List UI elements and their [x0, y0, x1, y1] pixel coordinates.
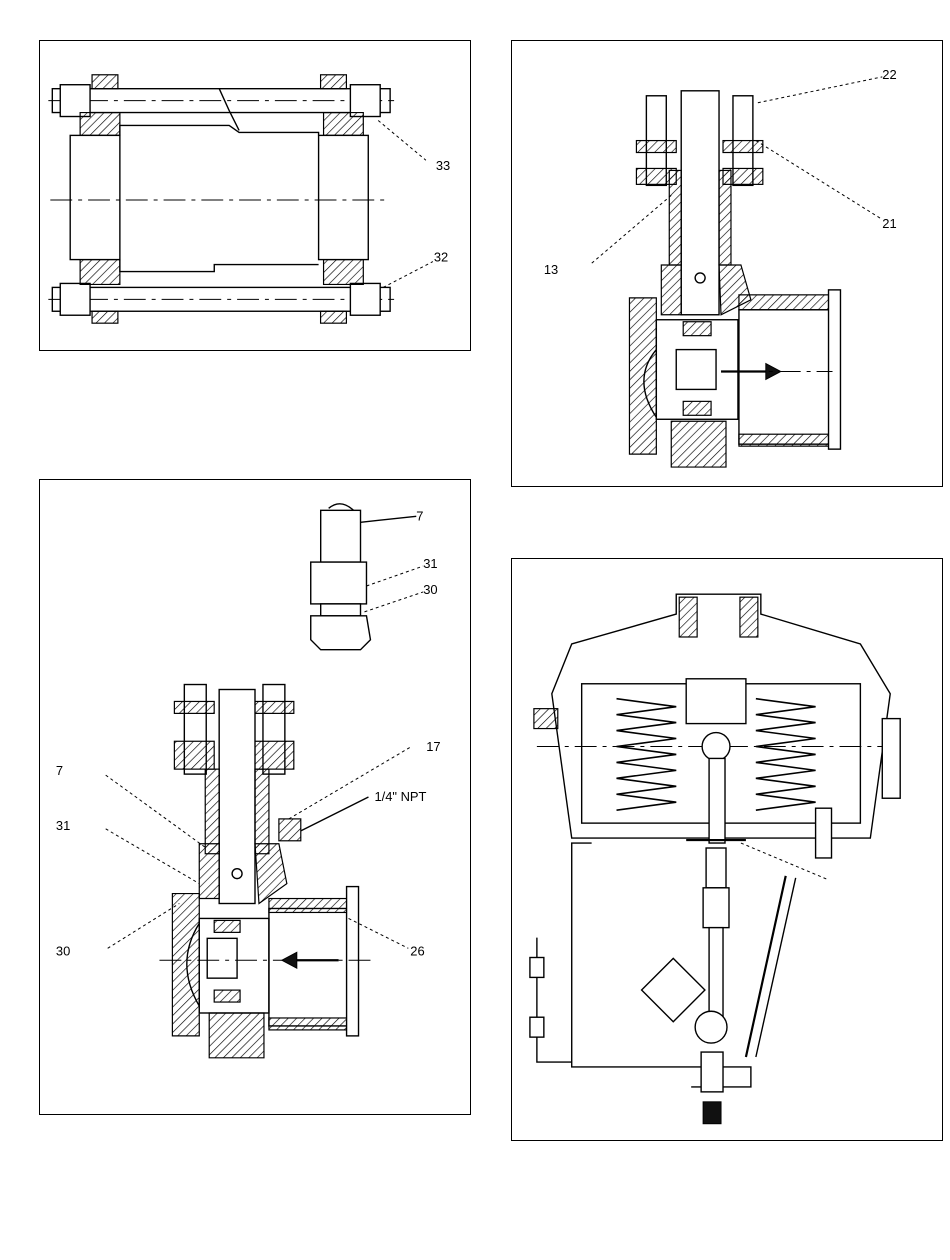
stem-packing-drawing: 7 31 30 — [40, 480, 470, 1114]
flow-arrow-reverse — [282, 952, 297, 968]
callout-npt: 1/4" NPT — [374, 789, 426, 804]
callout-31: 31 — [56, 818, 70, 833]
callout-17: 17 — [426, 739, 440, 754]
piston-pivot — [702, 733, 730, 761]
callout-26: 26 — [410, 943, 424, 958]
valve-stem-main — [219, 690, 255, 904]
cam-block — [642, 958, 705, 1021]
callout-32: 32 — [434, 250, 448, 265]
callout-31-detail: 31 — [423, 556, 437, 571]
valve-stem — [681, 91, 719, 315]
callout-33: 33 — [436, 158, 450, 173]
callout-30-detail: 30 — [423, 582, 437, 597]
stem-detail — [321, 510, 361, 562]
panel-stem-packing-detail: 7 31 30 — [39, 479, 471, 1115]
callout-21: 21 — [882, 216, 896, 231]
callout-30: 30 — [56, 943, 70, 958]
spring-right — [756, 699, 816, 810]
panel-actuator-section — [511, 558, 943, 1141]
panel-flange-bolting: 33 32 — [39, 40, 471, 351]
callout-7: 7 — [56, 763, 63, 778]
panel-valve-section-upper: 22 21 13 — [511, 40, 943, 487]
flow-arrow — [766, 364, 781, 380]
valve-section-drawing: 22 21 13 — [512, 41, 942, 486]
spring-left — [617, 699, 677, 810]
callout-13: 13 — [544, 262, 558, 277]
callout-22: 22 — [882, 67, 896, 82]
callout-7-detail: 7 — [416, 508, 423, 523]
actuator-section-drawing — [512, 559, 942, 1140]
flange-bolting-drawing: 33 32 — [40, 41, 470, 350]
